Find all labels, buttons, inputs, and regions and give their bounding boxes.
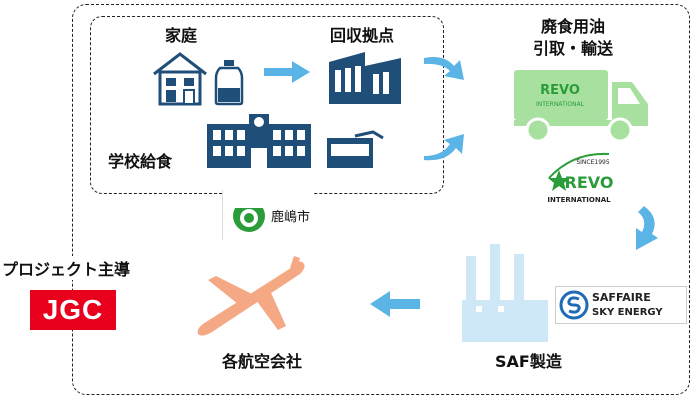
jgc-logo: JGC <box>30 290 116 330</box>
arrow-school-to-truck-icon <box>424 134 464 161</box>
truck-icon: REVO INTERNATIONAL <box>514 70 648 142</box>
label-home: 家庭 <box>165 26 198 45</box>
house-icon <box>153 52 207 106</box>
outer-dashed-frame <box>72 4 690 395</box>
school-building-icon <box>207 114 311 168</box>
oil-bottle-icon <box>214 60 244 106</box>
arrow-factory-to-plane-icon <box>370 291 420 317</box>
jgc-logo-text: JGC <box>42 294 104 325</box>
collection-building-icon <box>329 52 401 104</box>
revo-since-text: SINCE1995 <box>576 159 609 166</box>
label-school-lunch: 学校給食 <box>108 152 173 171</box>
saffaire-line2-text: SKY ENERGY <box>592 307 663 318</box>
kashima-text: 鹿嶋市 <box>271 210 311 225</box>
revo-logo-graphic: SINCE1995 REVO INTERNATIONAL <box>547 152 614 204</box>
airplane-icon <box>197 256 305 336</box>
arrow-collection-to-truck-icon <box>424 57 464 80</box>
fryer-icon <box>327 130 384 168</box>
kashima-emblem-icon <box>233 200 265 232</box>
label-waste-oil: 廃食用油 引取・輸送 <box>532 17 613 58</box>
saf-factory-icon <box>462 244 548 342</box>
saffaire-line1-text: SAFFAIRE <box>592 291 651 304</box>
revo-logo: SINCE1995 REVO INTERNATIONAL <box>543 148 615 206</box>
label-project-lead: プロジェクト主導 <box>2 256 131 280</box>
arrow-home-to-collection-icon <box>264 61 310 83</box>
truck-revo-text: REVO <box>540 83 580 98</box>
label-airlines: 各航空会社 <box>222 352 303 371</box>
label-collection-point: 回収拠点 <box>330 26 395 45</box>
revo-name-text: REVO <box>565 173 614 192</box>
revo-sub-text: INTERNATIONAL <box>547 196 611 204</box>
label-saf-production: SAF製造 <box>495 352 562 371</box>
saffaire-logo: SAFFAIRE SKY ENERGY <box>555 286 687 324</box>
saffaire-s-icon <box>559 290 589 320</box>
kashima-city-logo: 鹿嶋市 <box>222 190 313 240</box>
arrow-truck-to-factory-icon <box>636 206 658 250</box>
truck-revo-sub-text: INTERNATIONAL <box>536 101 585 108</box>
